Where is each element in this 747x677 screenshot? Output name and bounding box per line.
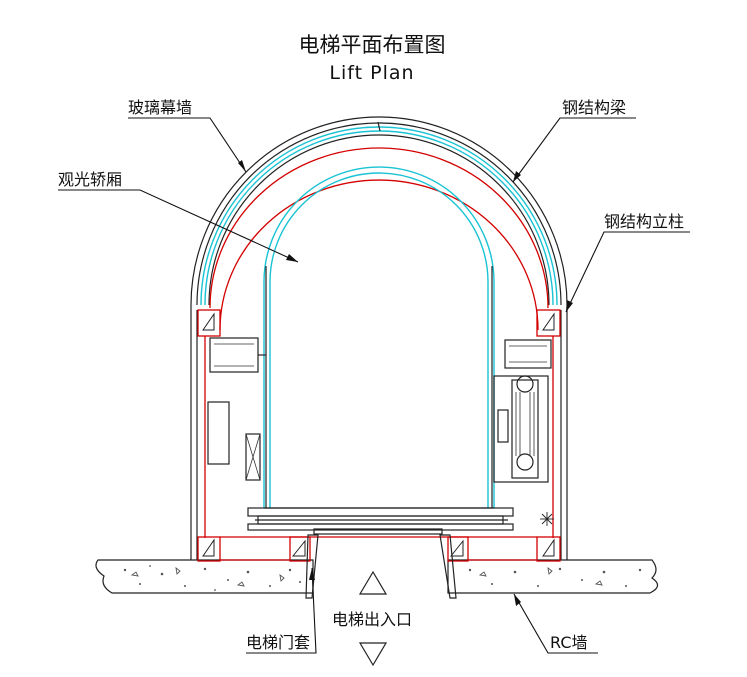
label-lift-entrance: 电梯出入口: [332, 610, 412, 629]
door-jamb-right: [447, 536, 469, 562]
door-jamb-left: [289, 536, 311, 562]
rc-wall-right: [447, 559, 659, 594]
label-rc-wall: RC墙: [550, 633, 588, 652]
traction-machine-right: [493, 339, 552, 483]
steel-beam: [209, 147, 549, 309]
label-observation-car: 观光轿厢: [58, 170, 122, 189]
light-symbol: [540, 512, 554, 526]
counterweight-machine-left: [207, 337, 266, 481]
steel-column-top-left: [197, 309, 221, 337]
label-steel-beam: 钢结构梁: [562, 98, 626, 117]
title-cn: 电梯平面布置图: [299, 33, 446, 57]
steel-column-bottom-right: [536, 536, 561, 562]
steel-column-bottom-left: [197, 536, 221, 562]
observation-car: [247, 166, 514, 535]
label-door-frame: 电梯门套: [246, 633, 310, 652]
entrance-arrow-down-icon: [358, 642, 388, 667]
label-steel-column: 钢结构立柱: [604, 212, 684, 231]
entrance-arrow-up-icon: [358, 570, 388, 595]
title-en: Lift Plan: [329, 62, 414, 84]
steel-column-top-right: [536, 309, 561, 337]
glass-curtain-wall: [190, 116, 568, 560]
rc-wall-left: [95, 559, 314, 594]
label-glass-curtain-wall: 玻璃幕墙: [128, 98, 192, 117]
